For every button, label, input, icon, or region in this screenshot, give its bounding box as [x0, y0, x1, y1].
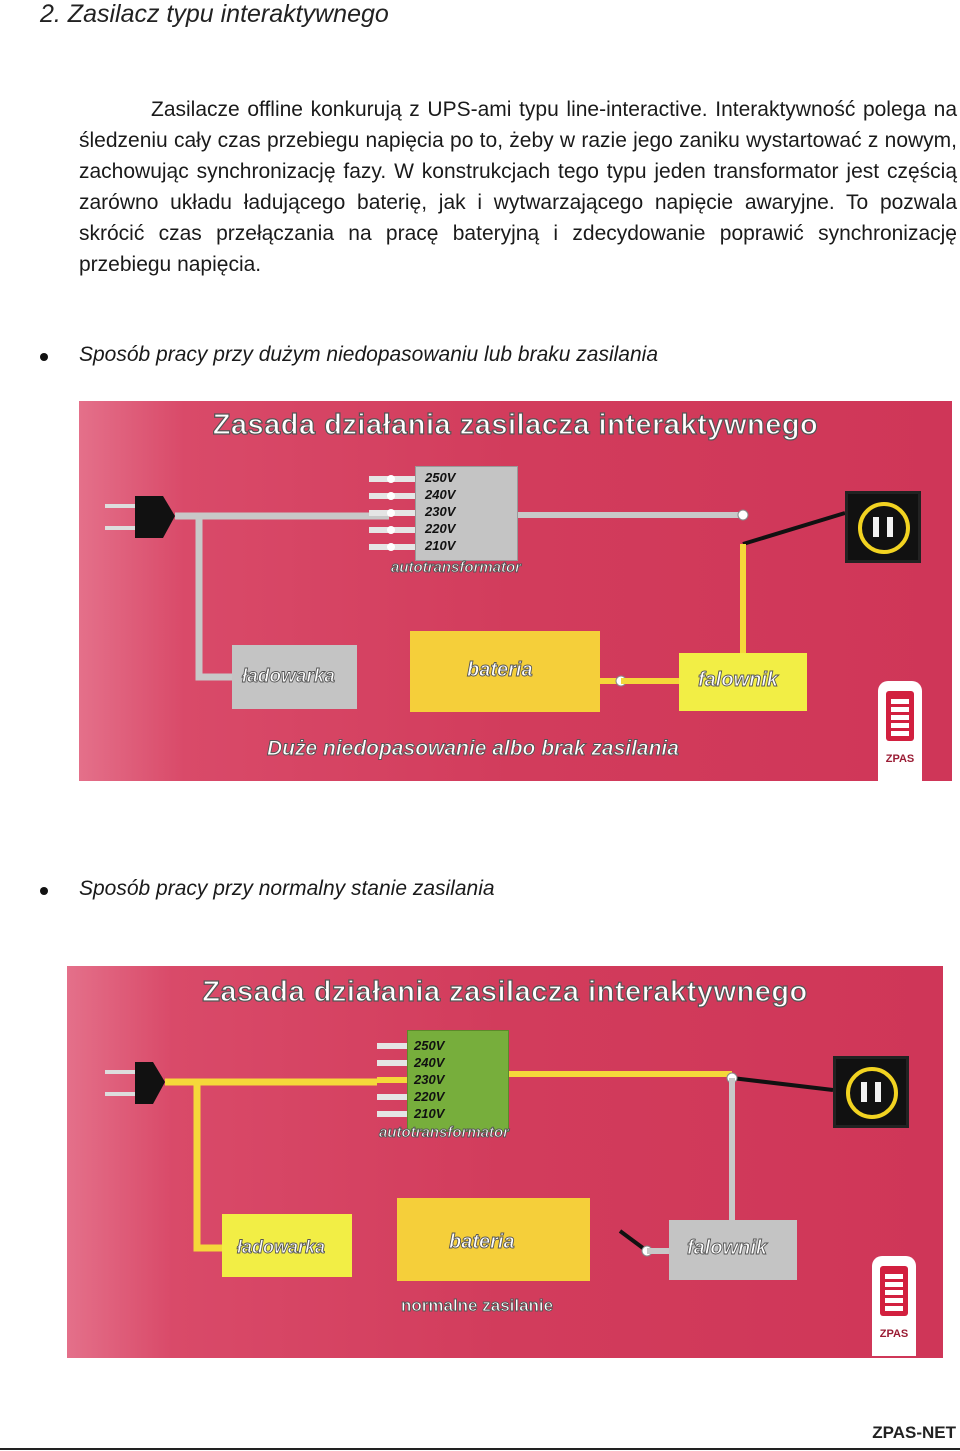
voltage-tap-label: 210V [414, 1106, 445, 1121]
diagram-mismatch: Zasada działania zasilacza interaktywneg… [79, 401, 952, 781]
battery-icon [886, 691, 914, 741]
power-plug-icon [135, 496, 175, 538]
diagram-title: Zasada działania zasilacza interaktywneg… [212, 408, 819, 441]
wire-to-charger [193, 1082, 222, 1252]
battery-box [410, 631, 600, 712]
voltage-tap-label: 210V [425, 538, 456, 553]
voltage-tap-label: 250V [414, 1038, 445, 1053]
charger-label: ładowarka [242, 666, 336, 688]
diagram-caption: Duże niedopasowanie albo brak zasilania [267, 737, 680, 761]
autotransformer-label: autotransformator [379, 1124, 510, 1142]
plug-pin [105, 526, 135, 530]
logo-text: ZPAS [879, 1328, 909, 1340]
voltage-tap-label: 250V [425, 470, 456, 485]
footer-divider [0, 1448, 960, 1450]
output-switch [731, 1076, 834, 1092]
battery-box [397, 1198, 590, 1281]
transformer-taps [369, 475, 425, 551]
logo-text: ZPAS [885, 753, 915, 765]
voltage-tap-label: 230V [414, 1072, 445, 1087]
diagram-wiring [105, 475, 846, 687]
voltage-tap-list: 250V 240V 230V 220V 210V [414, 1037, 444, 1122]
inverter-box [669, 1220, 797, 1280]
voltage-tap-label: 240V [425, 487, 456, 502]
charger-box [222, 1214, 352, 1277]
diagram-title: Zasada działania zasilacza interaktywneg… [202, 975, 808, 1008]
voltage-tap-label: 220V [425, 521, 456, 536]
output-switch [742, 511, 846, 546]
diagram-caption: normalne zasilanie [401, 1296, 554, 1316]
autotransformer-box [407, 1030, 509, 1132]
power-socket-icon [845, 491, 921, 563]
voltage-tap-label: 240V [414, 1055, 445, 1070]
battery-label: bateria [449, 1231, 515, 1254]
diagram-normal: Zasada działania zasilacza interaktywneg… [67, 966, 943, 1358]
charger-box [232, 645, 357, 709]
power-socket-icon [833, 1056, 909, 1128]
wire-to-charger [195, 516, 234, 681]
bullet-text: Sposób pracy przy normalny stanie zasila… [79, 877, 495, 900]
voltage-tap-list: 250V 240V 230V 220V 210V [425, 469, 455, 554]
inverter-label: falownik [687, 1237, 768, 1260]
bullet-dot-icon [40, 887, 48, 895]
voltage-tap-label: 230V [425, 504, 456, 519]
plug-pin [105, 504, 135, 508]
autotransformer-label: autotransformator [391, 559, 522, 577]
plug-pin [105, 1070, 135, 1074]
voltage-tap-label: 220V [414, 1089, 445, 1104]
intro-paragraph: Zasilacze offline konkurują z UPS-ami ty… [79, 98, 957, 276]
switch-contact [737, 509, 749, 521]
bullet-text: Sposób pracy przy dużym niedopasowaniu l… [79, 343, 658, 366]
autotransformer-box [415, 466, 518, 561]
charger-label: ładowarka [237, 1237, 326, 1258]
inverter-box [679, 653, 807, 711]
bullet-dot-icon [40, 353, 48, 361]
section-heading: 2. Zasilacz typu interaktywnego [40, 0, 389, 28]
battery-icon [880, 1266, 908, 1316]
plug-pin [105, 1092, 135, 1096]
inverter-label: falownik [698, 669, 779, 692]
battery-switch [618, 1229, 649, 1253]
diagram-wiring [105, 1043, 834, 1257]
footer-brand: ZPAS-NET [872, 1423, 956, 1442]
power-plug-icon [135, 1062, 165, 1104]
battery-label: bateria [467, 659, 533, 682]
zpas-logo: ZPAS [872, 1256, 916, 1356]
zpas-logo: ZPAS [878, 681, 922, 781]
